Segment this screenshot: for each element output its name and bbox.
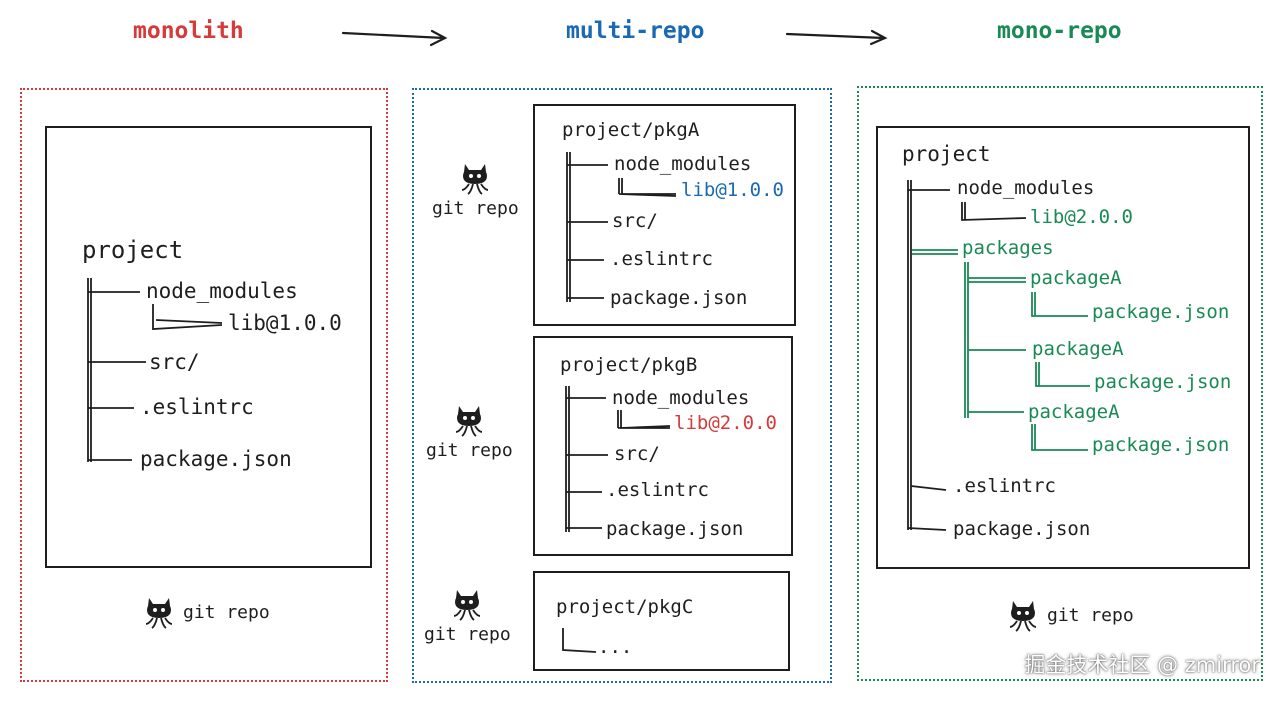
arrow-multi-to-mono xyxy=(785,29,888,46)
mono-repo-panel xyxy=(857,86,1263,681)
octocat-icon xyxy=(1009,601,1037,632)
git-repo-badge-pkgB: git repo xyxy=(426,402,513,461)
git-repo-label: git repo xyxy=(183,601,270,623)
heading-monolith: monolith xyxy=(133,18,244,44)
mono-package-a-3: packageA xyxy=(1028,401,1120,423)
watermark: 掘金技术社区 @ zmirror xyxy=(1024,653,1260,677)
mono-package-a-2-json: package.json xyxy=(1094,371,1232,393)
git-repo-label: git repo xyxy=(432,198,519,219)
pkgA-root: project/pkgA xyxy=(562,119,700,141)
git-repo-label: git repo xyxy=(1047,604,1134,626)
pkgB-eslintrc: .eslintrc xyxy=(606,479,709,501)
mono-node-modules: node_modules xyxy=(957,177,1095,199)
monolith-frame xyxy=(45,126,372,568)
monolith-root: project xyxy=(82,236,184,264)
monolith-lib: lib@1.0.0 xyxy=(228,311,342,335)
pkgA-src: src/ xyxy=(612,210,658,232)
git-repo-label: git repo xyxy=(426,440,513,461)
monolith-panel xyxy=(20,88,388,682)
pkgB-package-json: package.json xyxy=(606,518,744,540)
pkgA-lib: lib@1.0.0 xyxy=(681,179,784,201)
pkgA-eslintrc: .eslintrc xyxy=(610,248,713,270)
mono-repo-frame xyxy=(876,126,1250,569)
multi-repo-panel xyxy=(412,88,832,683)
mono-package-a-1: packageA xyxy=(1030,267,1122,289)
monolith-package-json: package.json xyxy=(140,447,292,471)
mono-packages: packages xyxy=(962,237,1054,259)
octocat-icon xyxy=(454,590,481,621)
pkgB-src: src/ xyxy=(614,443,660,465)
octocat-icon xyxy=(145,598,173,629)
mono-package-a-3-json: package.json xyxy=(1092,434,1230,456)
pkgC-root: project/pkgC xyxy=(556,596,694,618)
git-repo-badge-pkgC: git repo xyxy=(424,586,511,645)
git-repo-badge-monolith: git repo xyxy=(143,594,270,630)
octocat-icon xyxy=(456,406,483,437)
pkgA-frame xyxy=(533,104,796,326)
mono-package-a-2: packageA xyxy=(1032,338,1124,360)
pkgB-frame xyxy=(533,336,793,556)
monolith-src: src/ xyxy=(149,350,200,374)
git-repo-badge-mono: git repo xyxy=(1007,597,1134,633)
monolith-eslintrc: .eslintrc xyxy=(140,395,254,419)
git-repo-badge-pkgA: git repo xyxy=(432,160,519,219)
pkgC-frame xyxy=(533,571,790,671)
pkgB-node-modules: node_modules xyxy=(612,387,750,409)
pkgC-ellipsis: ... xyxy=(598,636,633,658)
arrow-monolith-to-multi xyxy=(341,29,448,47)
heading-mono-repo: mono-repo xyxy=(997,18,1122,44)
git-repo-label: git repo xyxy=(424,624,511,645)
pkgA-package-json: package.json xyxy=(610,287,748,309)
monolith-node-modules: node_modules xyxy=(146,279,298,303)
pkgB-lib: lib@2.0.0 xyxy=(674,412,777,434)
octocat-icon xyxy=(462,164,489,195)
mono-lib: lib@2.0.0 xyxy=(1030,206,1133,228)
heading-multi-repo: multi-repo xyxy=(566,18,705,44)
pkgA-node-modules: node_modules xyxy=(614,153,752,175)
mono-package-a-1-json: package.json xyxy=(1092,301,1230,323)
mono-root: project xyxy=(902,142,991,166)
pkgB-root: project/pkgB xyxy=(560,354,698,376)
mono-eslintrc: .eslintrc xyxy=(953,475,1056,497)
mono-package-json: package.json xyxy=(953,518,1091,540)
